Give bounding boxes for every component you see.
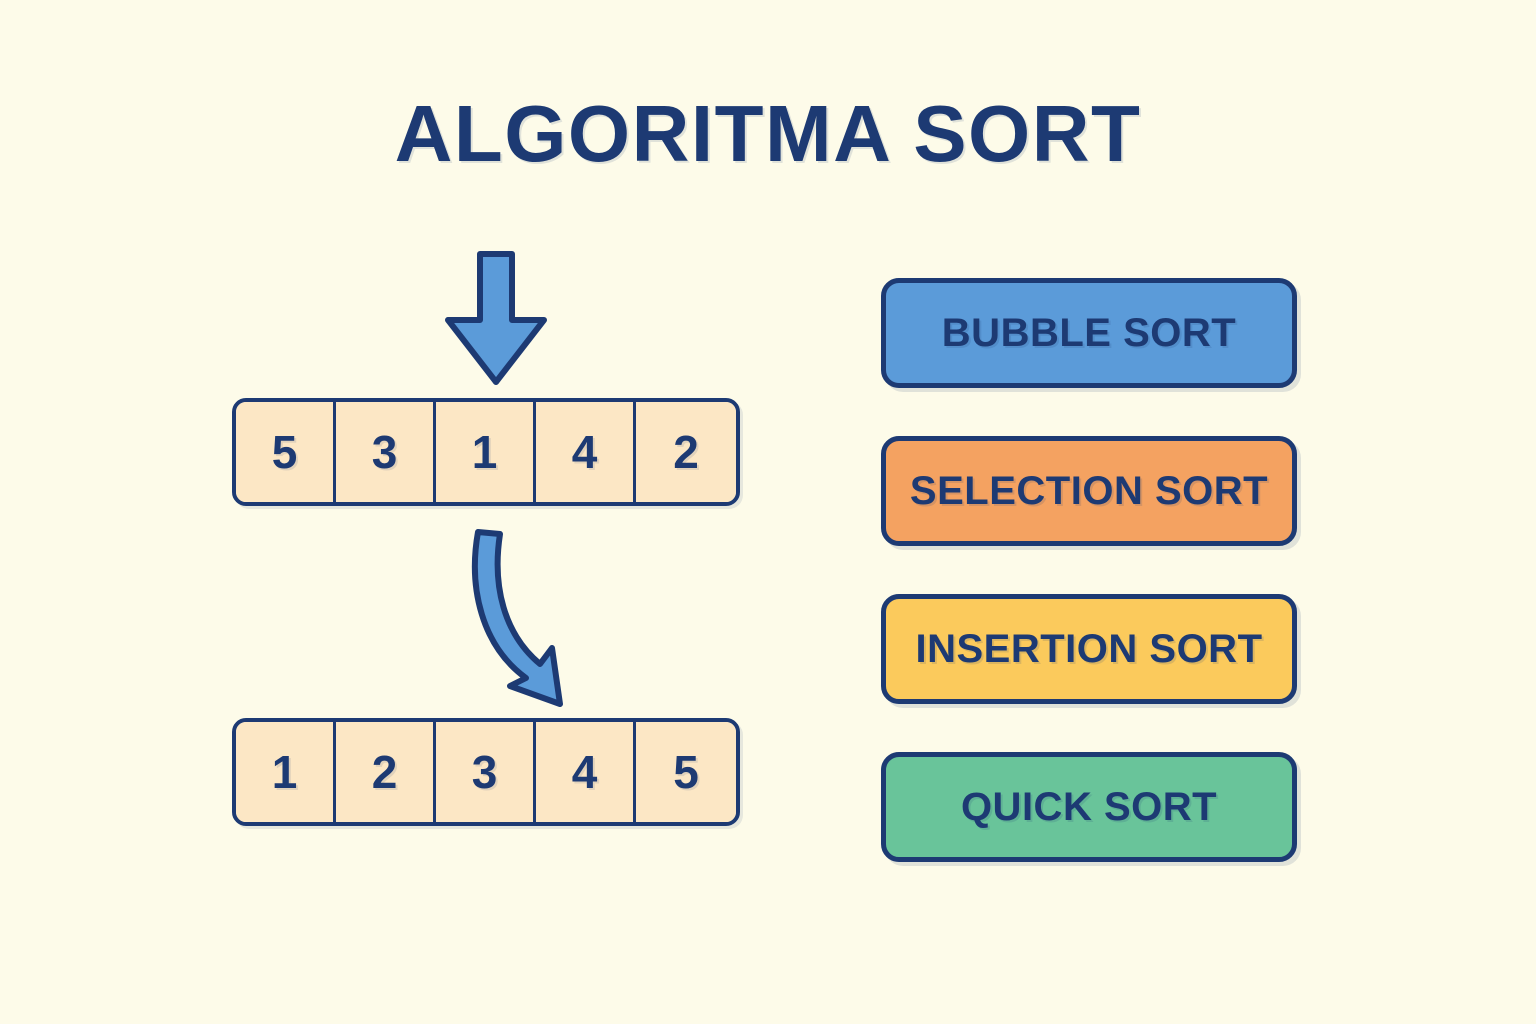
arrow-curved-down-right-icon [471, 529, 563, 707]
arrow-down-icon [445, 251, 547, 385]
array-cell: 1 [436, 402, 536, 502]
array-cell: 4 [536, 722, 636, 822]
array-cell: 5 [636, 722, 736, 822]
array-cell: 5 [236, 402, 336, 502]
array-cell: 3 [436, 722, 536, 822]
quick-sort-button[interactable]: QUICK SORT [881, 752, 1297, 862]
array-cell: 4 [536, 402, 636, 502]
bubble-sort-button[interactable]: BUBBLE SORT [881, 278, 1297, 388]
array-cell: 2 [636, 402, 736, 502]
array-cell: 2 [336, 722, 436, 822]
array-cell: 1 [236, 722, 336, 822]
sorted-array: 1 2 3 4 5 [232, 718, 740, 826]
sorting-illustration: 5 3 1 4 2 1 2 3 4 5 [232, 251, 740, 826]
selection-sort-button[interactable]: SELECTION SORT [881, 436, 1297, 546]
page-title: ALGORITMA SORT [394, 89, 1142, 178]
unsorted-array: 5 3 1 4 2 [232, 398, 740, 506]
array-cell: 3 [336, 402, 436, 502]
algorithm-list: BUBBLE SORT SELECTION SORT INSERTION SOR… [881, 278, 1297, 862]
insertion-sort-button[interactable]: INSERTION SORT [881, 594, 1297, 704]
